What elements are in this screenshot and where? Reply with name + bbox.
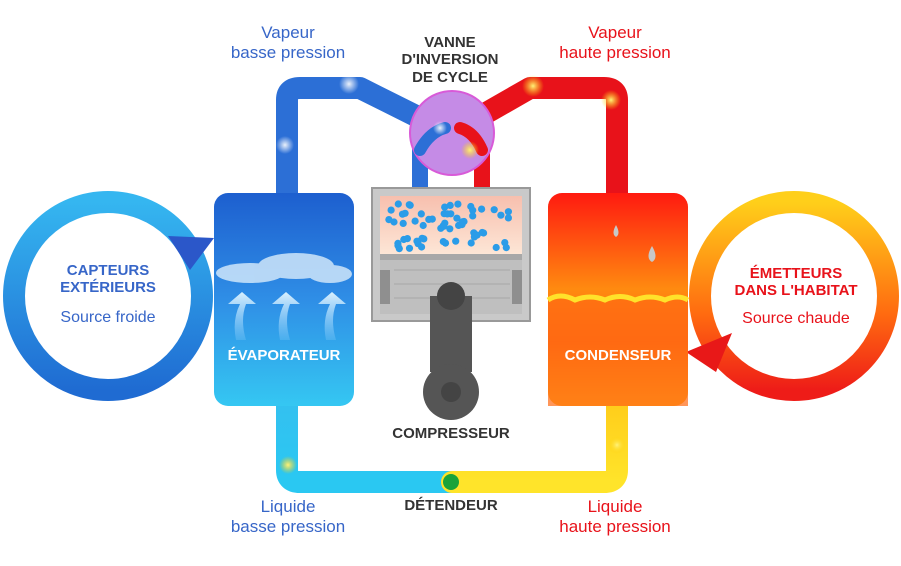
label-low-pressure-vapour: Vapeur basse pression — [218, 23, 358, 62]
label-cold-source: Source froide — [60, 308, 156, 326]
refrigerant-particle — [446, 201, 454, 209]
refrigerant-particle — [400, 235, 408, 244]
refrigerant-particle — [458, 221, 466, 229]
label-line: DE CYCLE — [412, 68, 488, 86]
refrigerant-particle — [441, 203, 449, 211]
refrigerant-particle — [405, 244, 414, 252]
label-expansion-valve: DÉTENDEUR — [404, 497, 498, 514]
refrigerant-particle — [395, 245, 403, 253]
label-line: VANNE — [424, 34, 476, 51]
label-line: CAPTEURS — [66, 262, 150, 279]
label-low-pressure-liquid: Liquide basse pression — [213, 497, 363, 536]
refrigerant-particle — [441, 239, 450, 247]
pipe-glow-effects — [276, 74, 626, 474]
pipe-low-pressure-vapour — [276, 77, 451, 206]
label-line: haute pression — [559, 42, 671, 62]
label-condenser: CONDENSEUR — [564, 347, 672, 364]
label-high-pressure-liquid: Liquide haute pression — [539, 497, 691, 536]
label-evaporator: ÉVAPORATEUR — [227, 347, 341, 364]
refrigerant-particle — [452, 237, 460, 245]
expansion-valve — [443, 474, 459, 490]
heat-absorption-arrows-icon — [228, 292, 346, 340]
cloud-icon — [216, 253, 352, 283]
refrigerant-particle — [443, 210, 451, 218]
refrigerant-particle — [504, 208, 512, 216]
refrigerant-particle — [446, 225, 454, 233]
refrigerant-particle — [490, 206, 498, 214]
label-compressor: COMPRESSEUR — [392, 425, 510, 442]
refrigerant-particle — [387, 206, 395, 214]
refrigerant-particle — [425, 215, 433, 223]
hot-source-loop — [686, 191, 899, 401]
label-line: haute pression — [559, 516, 671, 536]
reversing-valve — [409, 90, 495, 176]
refrigerant-particle — [399, 219, 407, 227]
refrigerant-particle — [401, 209, 409, 217]
pipe-high-pressure-liquid — [441, 389, 628, 493]
refrigerant-particle — [501, 239, 509, 247]
label-high-pressure-vapour: Vapeur haute pression — [540, 23, 690, 62]
refrigerant-particle — [441, 219, 449, 227]
refrigerant-particle — [385, 216, 393, 224]
refrigerant-particle — [394, 200, 402, 208]
refrigerant-particle — [419, 221, 427, 230]
condenser-unit — [546, 193, 690, 406]
refrigerant-particle — [473, 231, 481, 239]
label-line: ÉMETTEURS — [749, 265, 843, 282]
refrigerant-particle — [417, 210, 425, 218]
refrigerant-particle — [405, 201, 413, 209]
compressor-unit — [371, 187, 531, 420]
label-line: basse pression — [230, 516, 346, 536]
refrigerant-particle — [469, 206, 477, 214]
refrigerant-particles — [385, 200, 512, 253]
label-reversing-valve: VANNE D'INVERSION DE CYCLE — [385, 34, 515, 86]
label-hot-source-block: ÉMETTEURS DANS L'HABITAT Source chaude — [716, 265, 876, 328]
refrigerant-particle — [453, 214, 461, 222]
label-cold-source-block: CAPTEURS EXTÉRIEURS Source froide — [38, 262, 178, 327]
evaporator-unit — [214, 193, 354, 406]
refrigerant-particle — [478, 205, 486, 213]
refrigerant-particle — [413, 237, 421, 245]
label-line: D'INVERSION — [401, 51, 499, 69]
refrigerant-particle — [411, 217, 419, 225]
refrigerant-particle — [467, 239, 475, 247]
refrigerant-particle — [492, 243, 500, 252]
piston-rod — [423, 282, 479, 420]
label-line: Liquide — [260, 497, 316, 516]
hot-loop-arrow-icon — [686, 333, 732, 372]
label-line: Liquide — [587, 497, 643, 516]
refrigerant-particle — [497, 211, 505, 219]
label-line: basse pression — [230, 42, 346, 62]
refrigerant-particle — [418, 243, 426, 251]
refrigerant-particle — [454, 200, 462, 208]
refrigerant-particle — [469, 212, 477, 220]
label-hot-source: Source chaude — [742, 309, 850, 327]
cold-source-loop — [3, 191, 214, 401]
droplet-icon — [613, 225, 656, 262]
label-line: DANS L'HABITAT — [734, 282, 858, 300]
label-line: EXTÉRIEURS — [60, 279, 156, 297]
cold-loop-arrow-icon — [168, 236, 214, 270]
refrigerant-particle — [504, 214, 512, 222]
label-line: Vapeur — [588, 23, 642, 42]
label-line: Vapeur — [261, 23, 315, 42]
